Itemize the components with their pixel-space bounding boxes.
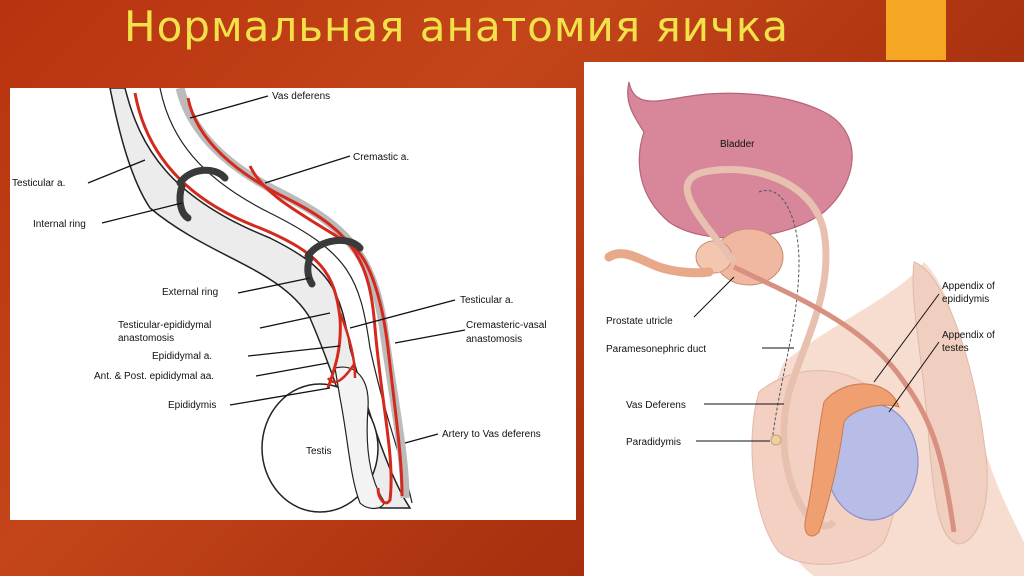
vas-artery: [186, 97, 393, 505]
label-testicular-epididymal-2: anastomosis: [118, 333, 174, 344]
cremastic-artery: [248, 165, 404, 497]
label-epididymis: Epididymis: [168, 400, 216, 411]
label-cremastic-a: Cremastic a.: [353, 152, 409, 163]
leader-cremastic-a: [264, 155, 351, 184]
leader-internal-ring: [101, 202, 183, 224]
label-appendix-testes-2: testes: [942, 343, 969, 354]
testicular-artery: [133, 92, 342, 389]
leader-appendix-testes: [888, 341, 940, 413]
label-prostate-utricle: Prostate utricle: [606, 316, 673, 327]
leader-prostate-utricle: [693, 276, 735, 318]
label-paradidymis: Paradidymis: [626, 437, 681, 448]
leader-artery-to-vas: [404, 433, 439, 444]
label-appendix-testes-1: Appendix of: [942, 330, 995, 341]
seminal-vesicle: [604, 249, 714, 278]
left-diagram-panel: Vas deferens Testicular a. Cremastic a. …: [10, 88, 576, 520]
label-cremasteric-vasal-1: Cremasteric-vasal: [466, 320, 547, 331]
label-appendix-epididymis-2: epididymis: [942, 294, 989, 305]
leader-ant-post-epididymal: [255, 362, 329, 377]
paradidymis-shape: [770, 434, 782, 446]
label-testicular-epididymal-1: Testicular-epididymal: [118, 320, 211, 331]
label-internal-ring: Internal ring: [33, 219, 86, 230]
label-vas-deferens-right: Vas Deferens: [626, 400, 686, 411]
external-ring: [304, 236, 364, 288]
leader-appendix-epididymis: [873, 293, 940, 383]
label-testis: Testis: [306, 446, 332, 457]
vas-deferens-duct: [683, 166, 837, 530]
leader-external-ring: [237, 277, 311, 294]
leader-epididymis: [229, 387, 331, 406]
vascular-anatomy-diagram: Vas deferens Testicular a. Cremastic a. …: [12, 88, 547, 513]
bladder-shape: [627, 81, 853, 239]
label-vas-deferens: Vas deferens: [272, 91, 330, 102]
leader-testicular-a-left: [87, 159, 146, 184]
epididymal-artery: [326, 312, 357, 384]
epididymis-shape: [334, 366, 385, 510]
label-testicular-a-left: Testicular a.: [12, 178, 65, 189]
slide-title: Нормальная анатомия яичка: [124, 2, 789, 51]
leader-testicular-a-right: [349, 299, 456, 329]
label-bladder: Bladder: [720, 139, 755, 150]
internal-ring: [176, 166, 229, 222]
epididymis-right: [804, 383, 900, 537]
right-diagram-panel: Bladder Prostate utricle Paramesonephric…: [584, 62, 1024, 576]
spermatic-cord-inner: [159, 88, 413, 504]
accent-block: [886, 0, 946, 60]
embryologic-remnants-diagram: Bladder Prostate utricle Paramesonephric…: [604, 62, 1024, 576]
urethra: [732, 264, 957, 533]
leader-epididymal-a: [247, 345, 341, 357]
leader-testicular-epididymal: [259, 312, 331, 329]
label-appendix-epididymis-1: Appendix of: [942, 281, 995, 292]
leader-cremasteric-vasal: [394, 329, 466, 344]
label-artery-to-vas: Artery to Vas deferens: [442, 429, 541, 440]
leader-vas-deferens: [189, 95, 269, 119]
label-cremasteric-vasal-2: anastomosis: [466, 334, 522, 345]
label-ant-post-epididymal: Ant. & Post. epididymal aa.: [94, 371, 214, 382]
label-paramesonephric-duct: Paramesonephric duct: [606, 344, 706, 355]
spermatic-cord-outline: [109, 88, 412, 509]
label-testicular-a-right: Testicular a.: [460, 295, 513, 306]
label-external-ring: External ring: [162, 287, 218, 298]
penis-skin: [912, 261, 988, 545]
label-epididymal-a: Epididymal a.: [152, 351, 212, 362]
